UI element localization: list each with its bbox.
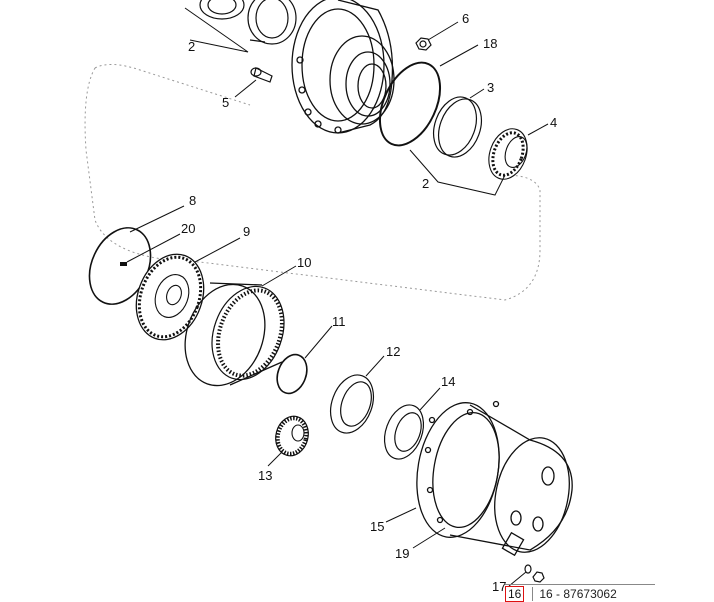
callout-12: 12: [386, 344, 400, 359]
leader-19: [412, 527, 446, 549]
leader-6: [427, 21, 459, 41]
callout-11: 11: [332, 314, 346, 329]
part-9-gear-disc: [135, 253, 205, 341]
part-14-washer: [383, 404, 425, 460]
leader-5: [234, 79, 257, 98]
leader-15: [385, 507, 417, 523]
leader-4: [527, 123, 549, 136]
part-12-washer: [329, 374, 375, 434]
part-15-housing: [416, 400, 573, 557]
part-6-nut: [415, 37, 432, 51]
part-16-17-plug: [524, 564, 545, 583]
part-5-stud: [250, 67, 273, 83]
callout-15: 15: [370, 519, 384, 534]
subassembly-boundary: [84, 64, 541, 301]
callout-5: 5: [222, 95, 229, 110]
callout-3: 3: [487, 80, 494, 95]
part-reference: 16 16 - 87673062: [505, 585, 617, 602]
leader-9: [194, 237, 241, 263]
leader-13: [267, 451, 283, 467]
part-3-seal: [432, 96, 483, 158]
part-2-top-bearing: [199, 0, 297, 45]
highlighted-index[interactable]: 16: [505, 585, 525, 602]
leader-10: [261, 265, 297, 287]
leader-2a: [184, 7, 249, 53]
leader-12: [365, 355, 385, 377]
part-18-o-ring: [378, 61, 442, 147]
part-4-bearing-cone: [488, 128, 528, 180]
callout-18: 18: [483, 36, 497, 51]
leader-20: [126, 233, 181, 263]
callout-8: 8: [189, 193, 196, 208]
callout-13: 13: [258, 468, 272, 483]
callout-4: 4: [550, 115, 557, 130]
leader-11: [304, 325, 333, 359]
callout-20: 20: [181, 221, 195, 236]
part-11-circlip: [276, 353, 308, 395]
callout-2: 2: [188, 39, 195, 54]
callout-10: 10: [297, 255, 311, 270]
callout-9: 9: [243, 224, 250, 239]
leader-3: [469, 88, 485, 99]
leader-2b: [409, 149, 506, 196]
callout-2-lower: 2: [422, 176, 429, 191]
leader-14: [419, 387, 441, 411]
wheel-hub: [291, 0, 395, 134]
callout-17: 17: [492, 579, 506, 594]
callout-14: 14: [441, 374, 455, 389]
reference-rule: [505, 584, 655, 585]
part-10-ring-gear: [184, 282, 285, 387]
part-13-planet-gear: [275, 415, 309, 457]
callout-19: 19: [395, 546, 409, 561]
callout-6: 6: [462, 11, 469, 26]
leader-18: [439, 44, 479, 67]
part-20-pin: [120, 262, 127, 266]
leader-17: [508, 571, 527, 587]
leader-8: [129, 205, 185, 233]
part-number-label: 16 - 87673062: [532, 586, 617, 601]
